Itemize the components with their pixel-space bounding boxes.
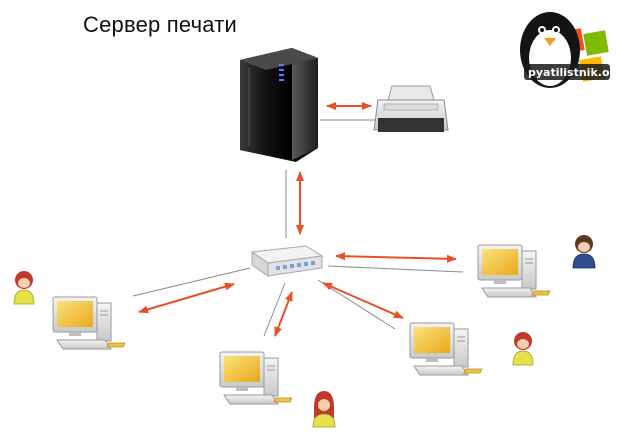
workstation-bottom-right — [409, 322, 483, 376]
connection-arrows — [138, 102, 457, 337]
workstation-right — [477, 244, 551, 298]
server-tower-icon — [240, 48, 318, 162]
workstation-bottom — [219, 351, 293, 405]
diagram-title: Сервер печати — [83, 12, 237, 37]
user-icon-right — [572, 235, 596, 269]
user-icon-bottom — [312, 391, 336, 428]
network-switch-icon — [250, 245, 324, 277]
penguin-windows-logo: pyatilistnik.org — [520, 12, 618, 88]
user-icon-left — [13, 270, 35, 305]
printer-icon — [373, 85, 449, 132]
logo-text: pyatilistnik.org — [528, 66, 618, 79]
user-icon-bottom-right — [512, 331, 534, 366]
workstation-left — [52, 296, 126, 350]
